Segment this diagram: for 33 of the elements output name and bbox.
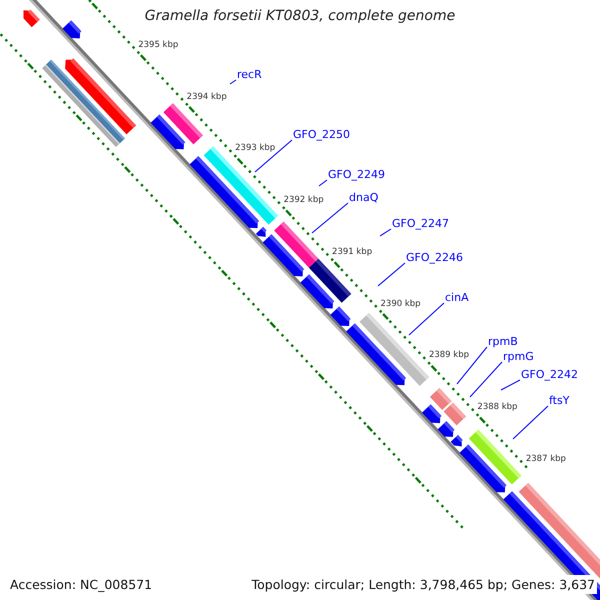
genome-summary-text: Topology: circular; Length: 3,798,465 bp; Genes: 3,637 [250, 575, 597, 594]
gene-label: dnaQ [349, 191, 378, 204]
tick-label: 2392 kbp [284, 195, 324, 206]
tick-label: 2393 kbp [235, 143, 276, 154]
tick-label: 2391 kbp [332, 246, 372, 257]
leader-line [512, 406, 548, 440]
map-title: Gramella forsetii KT0803, complete genome [144, 8, 456, 24]
tick-label: 2388 kbp [477, 402, 518, 412]
gene-label: recR [237, 68, 262, 81]
leader-line [380, 228, 392, 236]
tick-label: 2395 kbp [138, 40, 178, 50]
leader-line [500, 380, 520, 390]
tick-label: 2387 kbp [526, 454, 566, 464]
tick-label: 2389 kbp [428, 350, 470, 360]
tick-label: 2394 kbp [186, 92, 227, 102]
leader-line [456, 346, 488, 384]
gene-label: GFO_2249 [328, 168, 386, 181]
leader-line [408, 302, 444, 336]
gene-label: ftsY [549, 394, 570, 407]
gene-label: rpmB [488, 335, 518, 348]
leader-line [230, 80, 236, 84]
gene-label: GFO_2247 [392, 217, 450, 230]
leader-line [470, 362, 502, 398]
leader-line [254, 140, 292, 172]
leader-line [312, 202, 348, 234]
leader-line [318, 180, 328, 186]
gene-label: GFO_2242 [521, 368, 578, 381]
gene-label: cinA [445, 291, 469, 304]
tick-label: 2390 kbp [380, 298, 421, 309]
gene-label: GFO_2250 [293, 128, 350, 141]
leader-line [378, 262, 406, 286]
gene-label: GFO_2246 [406, 251, 464, 264]
gene-label: rpmG [503, 350, 534, 363]
